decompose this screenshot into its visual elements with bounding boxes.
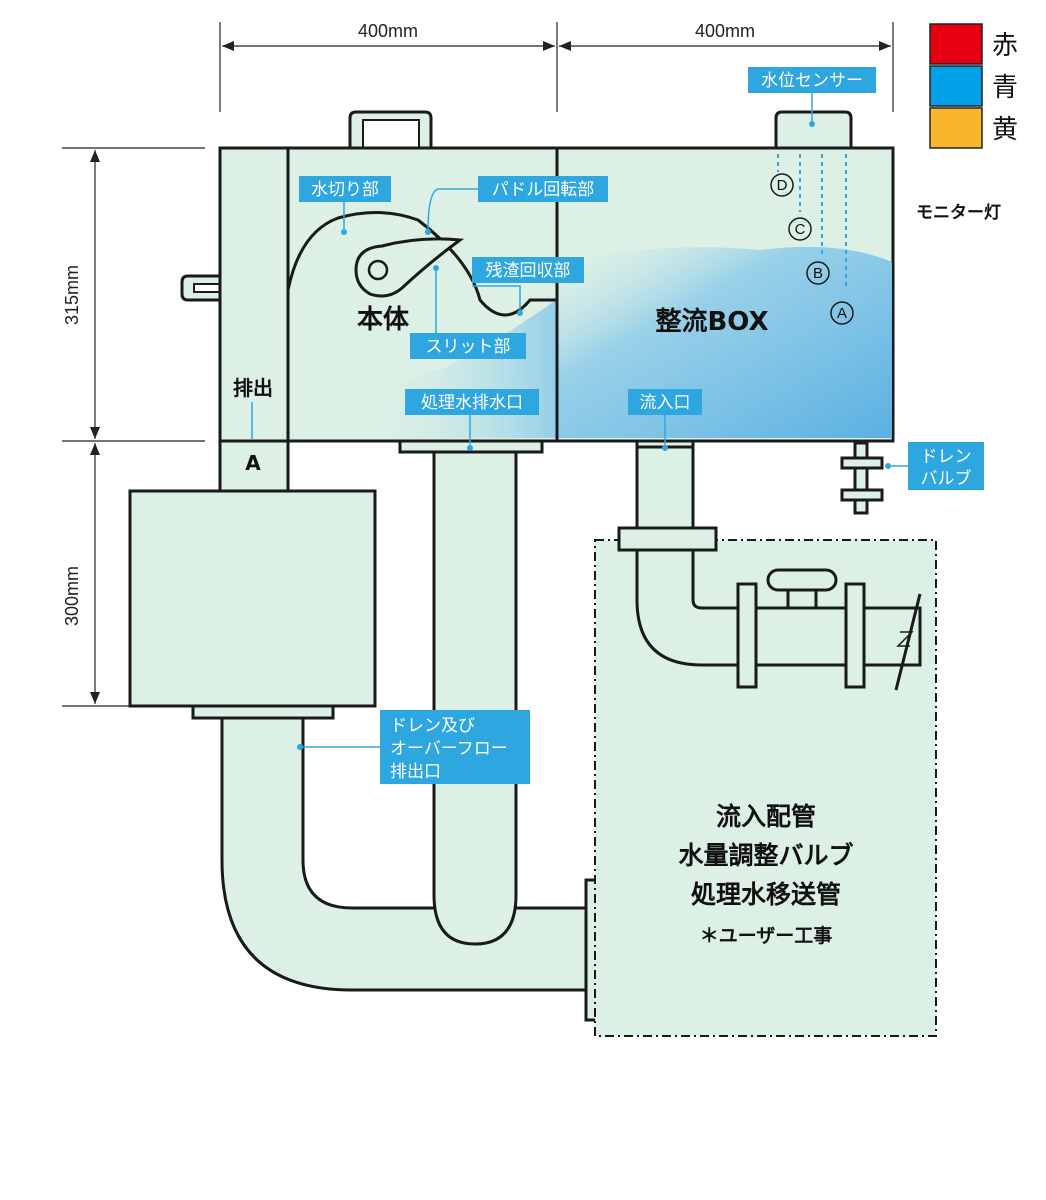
drain-valve (840, 441, 884, 515)
callouts: 水位センサー 水切り部 パドル回転部 残渣回収部 スリット部 処理水排水口 流入… (299, 67, 984, 784)
label-discharge-a: A (245, 451, 261, 475)
legend-label-yellow: 黄 (992, 115, 1018, 145)
user-area-line2: 水量調整バルブ (678, 841, 853, 870)
callout-water-level-sensor: 水位センサー (761, 71, 863, 91)
legend-swatch-yellow (929, 107, 983, 149)
sensor-d: D (777, 177, 788, 194)
sensor-c: C (795, 221, 806, 238)
user-area-note: ＊ユーザー工事 (700, 924, 833, 947)
sensor-markers: D C B A (770, 173, 854, 325)
legend-label-red: 赤 (992, 31, 1018, 61)
user-area-line1: 流入配管 (716, 802, 816, 831)
callout-drain-valve-2: バルブ (921, 468, 972, 489)
label-main-body: 本体 (357, 305, 410, 335)
callout-paddle-rotation: パドル回転部 (492, 180, 595, 200)
dim-width-left: 400mm (358, 21, 418, 41)
sensor-b: B (813, 265, 823, 282)
dim-width-right: 400mm (695, 21, 755, 41)
callout-treated-water-outlet: 処理水排水口 (421, 393, 523, 413)
dim-height-lower: 300mm (62, 566, 82, 626)
legend-label-blue: 青 (992, 73, 1018, 103)
leader-lines (251, 93, 908, 748)
callout-inflow-port: 流入口 (640, 393, 691, 413)
legend-swatch-red (929, 23, 983, 65)
main-tank (180, 110, 895, 493)
lower-box (128, 489, 377, 720)
water-level-sensor-probes (777, 154, 847, 290)
dimension-lines (62, 22, 894, 707)
callout-draining-section: 水切り部 (311, 180, 379, 200)
callout-slit-section: スリット部 (426, 337, 511, 357)
callout-overflow-2: オーバーフロー (390, 739, 508, 759)
legend-swatch-blue (929, 65, 983, 107)
callout-overflow-1: ドレン及び (390, 716, 475, 736)
leader-dots (297, 121, 891, 750)
label-discharge: 排出 (233, 376, 273, 400)
callout-overflow-3: 排出口 (390, 762, 441, 782)
sensor-a: A (837, 305, 847, 322)
callout-residue-collection: 残渣回収部 (486, 261, 571, 281)
dim-height-upper: 315mm (62, 265, 82, 325)
legend-caption: モニター灯 (916, 203, 1001, 223)
inflow-pipe (617, 440, 922, 691)
treated-water-pipe (432, 450, 518, 946)
user-area-line3: 処理水移送管 (691, 880, 841, 909)
callout-drain-valve-1: ドレン (921, 447, 972, 467)
label-flow-box: 整流BOX (655, 306, 768, 337)
monitor-light-legend: 赤 青 黄 モニター灯 (916, 23, 1018, 223)
